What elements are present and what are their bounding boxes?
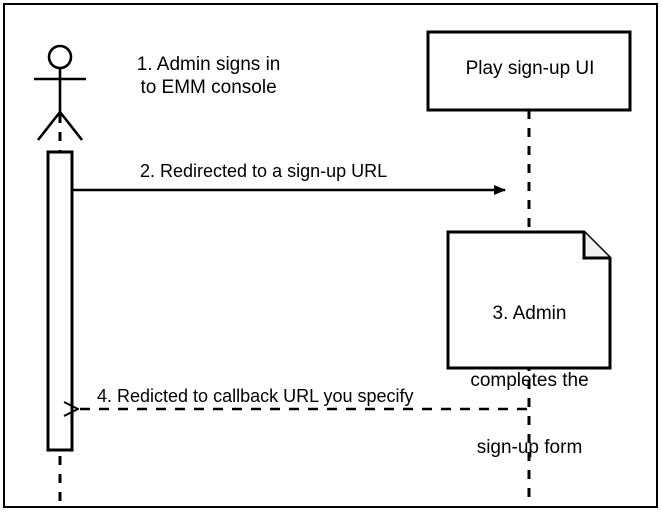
note-text: 3. Admin completes the sign-up form <box>452 258 607 504</box>
stick-figure-icon <box>34 44 86 141</box>
note-text-line-2: completes the <box>470 370 589 392</box>
note-text-line-1: 3. Admin <box>492 302 567 324</box>
note-text-line-3: sign-up form <box>476 437 583 459</box>
signup-form-note <box>446 230 612 370</box>
actor-caption: 1. Admin signs in to EMM console <box>100 32 296 122</box>
diagram-frame-border <box>3 3 658 508</box>
message-4-label: 4. Redicted to callback URL you specify <box>97 386 414 406</box>
participant-label: Play sign-up UI <box>465 58 595 79</box>
message-2-label: 2. Redirected to a sign-up URL <box>140 161 388 181</box>
participant-box[interactable] <box>426 30 632 112</box>
actor-caption-line-2: to EMM console <box>140 76 277 98</box>
actor-activation-bar <box>46 150 74 452</box>
actor-caption-line-1: 1. Admin signs in <box>136 54 281 76</box>
